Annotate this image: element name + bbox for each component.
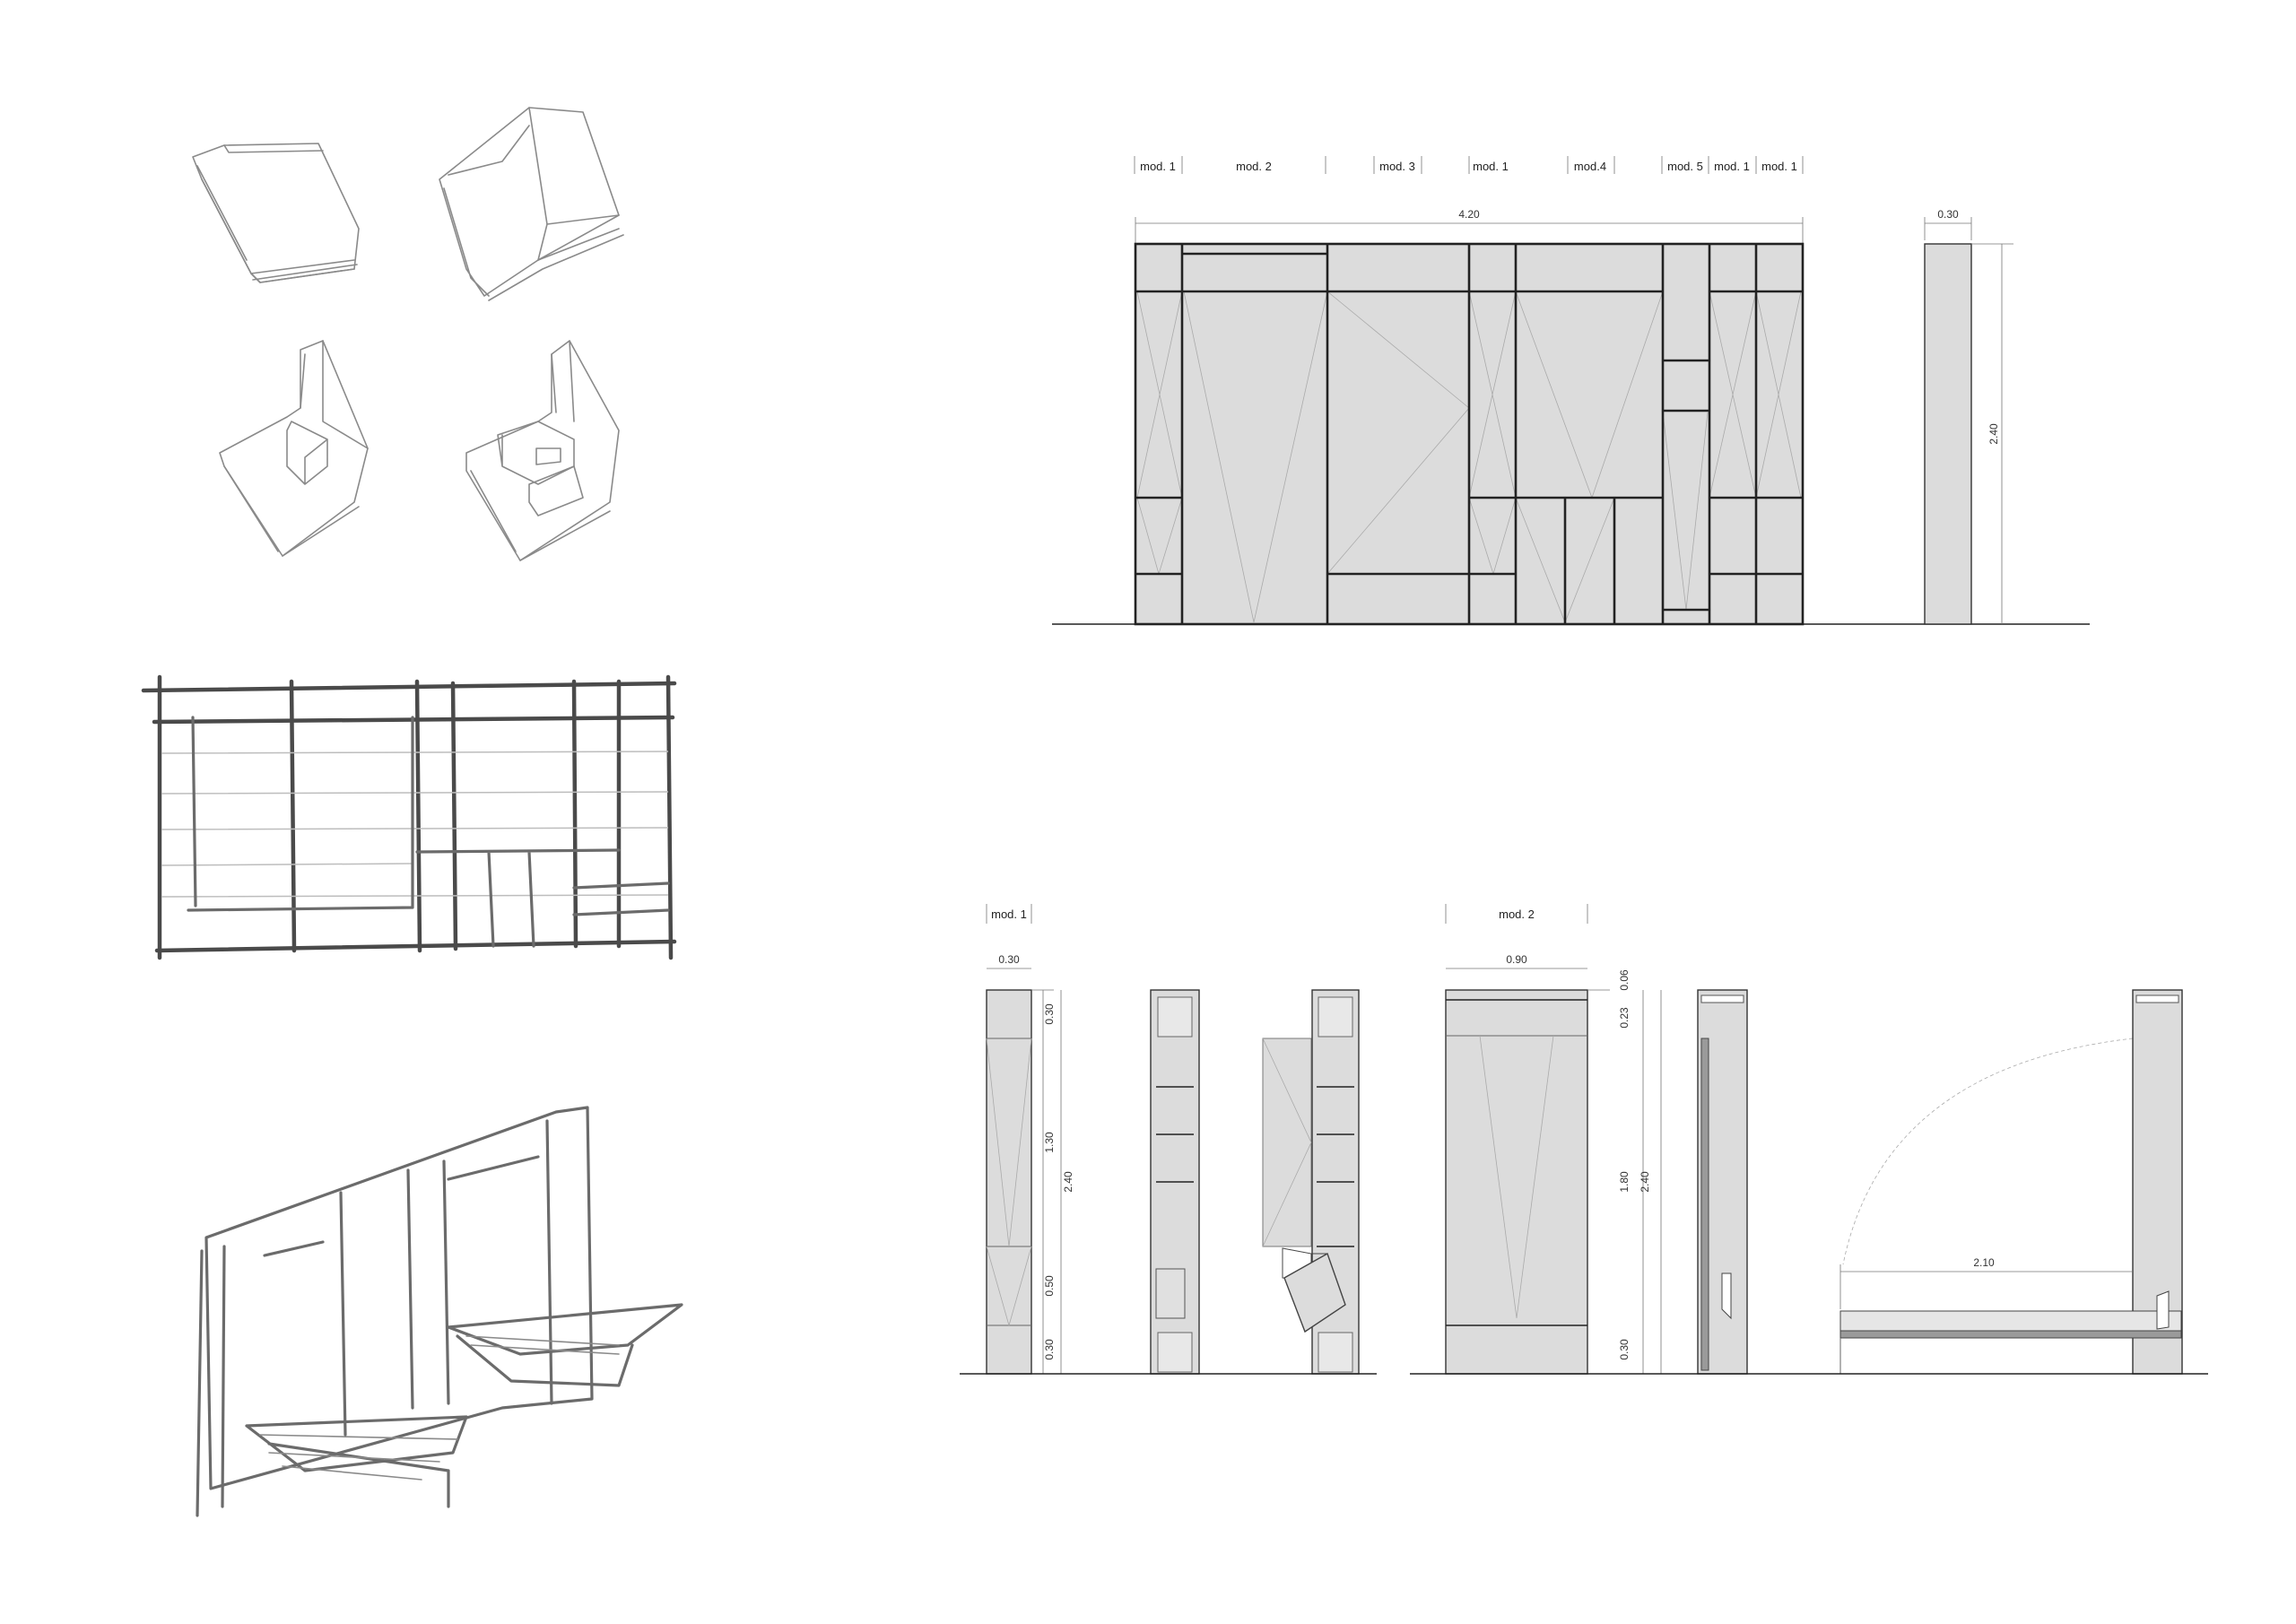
elevation-module-labels: mod. 1 mod. 2 mod. 3 mod. 1 mod.4 mod. 5… xyxy=(1134,156,1804,174)
mod2-width-label: 0.90 xyxy=(1506,953,1527,966)
wall-elevation xyxy=(1134,242,1805,626)
sketch-wall-perspective xyxy=(196,1106,683,1517)
mod1-total-dim: 2.40 xyxy=(1062,1171,1074,1193)
mod2-segment-dim: 0.06 xyxy=(1618,969,1631,991)
mod1-front-view: 0.30 0.30 1.30 0.50 0.30 2.40 xyxy=(986,953,1074,1375)
mod1-title: mod. 1 xyxy=(986,904,1032,924)
depth-dimension-label: 0.30 xyxy=(1937,208,1959,221)
sketch-wall-grid xyxy=(141,674,677,960)
module-label: mod. 5 xyxy=(1667,160,1703,173)
sketch-book-stand-2 xyxy=(465,340,620,561)
mod2-segment-dim: 0.23 xyxy=(1618,1007,1631,1029)
mod2-title: mod. 2 xyxy=(1445,904,1588,924)
mod2-closed-side-view xyxy=(1697,989,1748,1375)
mod2-open-bed-view: 2.10 xyxy=(1839,989,2183,1375)
mod2-title-label: mod. 2 xyxy=(1499,908,1535,921)
mod1-width-label: 0.30 xyxy=(998,953,1020,966)
section-side-view: 0.30 2.40 xyxy=(1924,208,2013,625)
module-label: mod. 1 xyxy=(1761,160,1797,173)
module-label: mod. 1 xyxy=(1714,160,1750,173)
mod1-segment-dim: 0.30 xyxy=(1043,1003,1056,1025)
mod2-segment-dim: 1.80 xyxy=(1618,1171,1631,1193)
sketch-book-stand-1 xyxy=(219,340,369,557)
elevation-width-dimension: 4.20 xyxy=(1135,208,1804,244)
sketch-open-book xyxy=(439,107,624,301)
mod1-title-label: mod. 1 xyxy=(991,908,1027,921)
mod2-total-dim: 2.40 xyxy=(1639,1171,1651,1193)
mod2-segment-dim: 0.30 xyxy=(1618,1339,1631,1360)
sketch-closed-book xyxy=(192,143,360,283)
mod1-open-view xyxy=(1262,989,1360,1375)
mod1-segment-dim: 1.30 xyxy=(1043,1132,1056,1153)
mod1-shelves-view xyxy=(1150,989,1200,1375)
module-label: mod. 1 xyxy=(1140,160,1176,173)
bed-length-dimension: 2.10 xyxy=(1973,1256,1995,1269)
module-label: mod. 2 xyxy=(1236,160,1272,173)
mod2-front-view: 0.90 0.06 0.23 1.80 0.30 2.40 xyxy=(1445,953,1662,1375)
height-dimension-label: 2.40 xyxy=(1987,423,2000,445)
width-dimension-label: 4.20 xyxy=(1458,208,1480,221)
module-label: mod. 3 xyxy=(1379,160,1415,173)
module-label: mod. 1 xyxy=(1473,160,1509,173)
mod1-segment-dim: 0.30 xyxy=(1043,1339,1056,1360)
mod1-segment-dim: 0.50 xyxy=(1043,1275,1056,1297)
module-label: mod.4 xyxy=(1574,160,1606,173)
